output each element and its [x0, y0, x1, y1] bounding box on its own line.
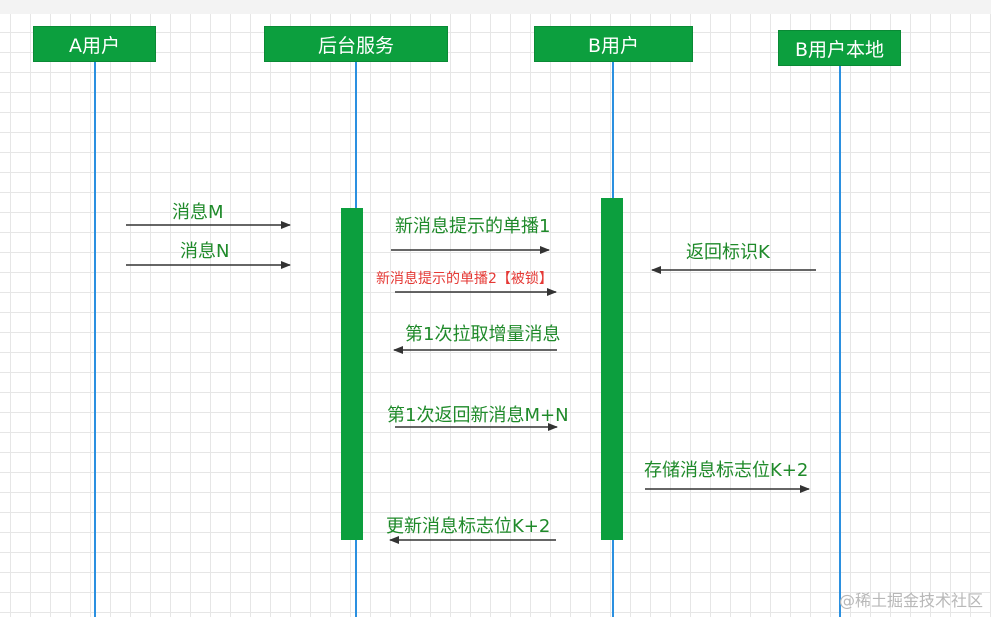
- actor-a-user: A用户: [33, 26, 156, 62]
- label-msg-n: 消息N: [180, 241, 230, 262]
- activation-backend: [341, 208, 363, 540]
- label-update-flag: 更新消息标志位K+2: [386, 516, 551, 537]
- activation-b-user: [601, 198, 623, 540]
- label-return-flag: 返回标识K: [686, 242, 770, 263]
- lifeline-b-local: [839, 66, 841, 617]
- top-bar: [0, 0, 991, 14]
- label-msg-m: 消息M: [172, 202, 224, 223]
- actor-b-local: B用户本地: [778, 30, 901, 66]
- label-store-flag: 存储消息标志位K+2: [644, 460, 809, 481]
- actor-backend: 后台服务: [264, 26, 448, 62]
- label-first-return: 第1次返回新消息M+N: [387, 405, 569, 426]
- label-unicast-1: 新消息提示的单播1: [395, 216, 551, 237]
- lifeline-a-user: [94, 62, 96, 617]
- actor-b-user: B用户: [534, 26, 693, 62]
- label-unicast-2: 新消息提示的单播2【被锁】: [376, 271, 553, 287]
- label-first-pull: 第1次拉取增量消息: [405, 324, 561, 345]
- watermark: @稀土掘金技术社区: [838, 591, 983, 610]
